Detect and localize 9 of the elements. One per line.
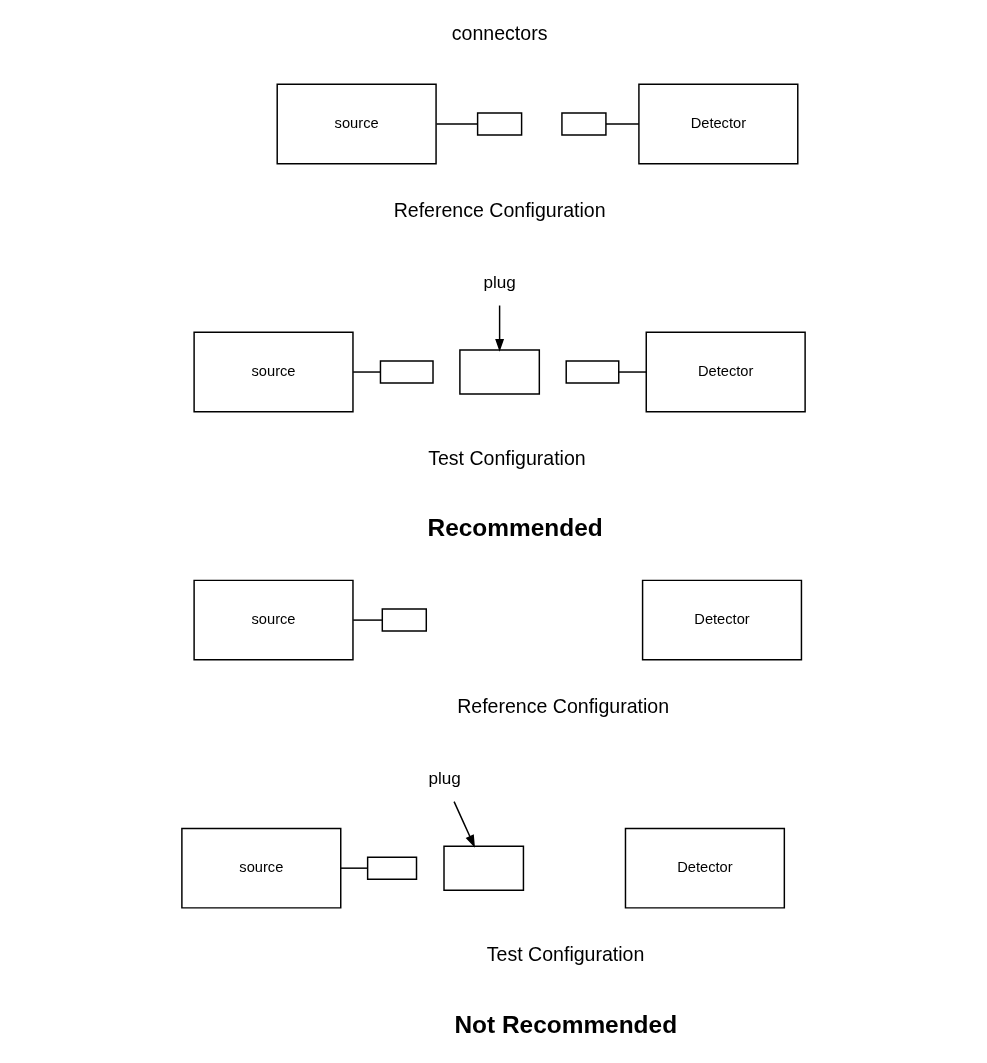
node-text: plug — [428, 769, 461, 789]
node-text: plug — [483, 272, 516, 292]
label: Reference Configuration — [393, 199, 606, 222]
label: Recommended — [427, 514, 603, 542]
label: Not Recommended — [454, 1010, 678, 1038]
label: connectors — [451, 22, 548, 45]
label: Reference Configuration — [457, 695, 670, 718]
label: Test Configuration — [428, 447, 586, 470]
label: Test Configuration — [486, 943, 645, 966]
